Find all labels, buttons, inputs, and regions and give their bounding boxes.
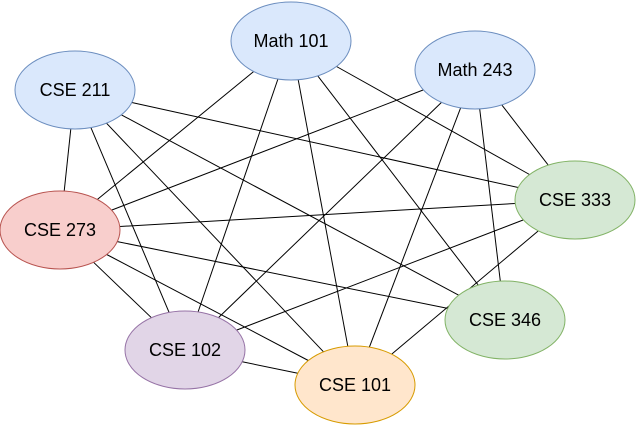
edge-math243-cse333	[501, 104, 549, 166]
edge-math243-cse102	[218, 102, 442, 318]
edge-cse211-cse273	[63, 128, 72, 192]
node-shape-cse273[interactable]	[0, 190, 121, 270]
node-cse211[interactable]: CSE 211	[14, 50, 136, 130]
edge-cse211-cse346	[121, 114, 459, 296]
edge-cse102-cse333	[236, 219, 524, 331]
edge-math101-cse333	[336, 66, 530, 175]
edge-cse211-cse333	[131, 102, 519, 188]
edge-math243-cse101	[368, 107, 462, 348]
node-shape-cse346[interactable]	[444, 280, 566, 360]
node-cse102[interactable]: CSE 102	[124, 310, 246, 390]
node-shape-cse333[interactable]	[514, 160, 636, 240]
edge-cse273-cse346	[117, 241, 448, 309]
node-cse346[interactable]: CSE 346	[444, 280, 566, 360]
edge-math101-cse346	[317, 75, 479, 286]
edge-cse273-cse333	[119, 203, 516, 227]
node-label-cse101: CSE 101	[319, 375, 391, 395]
node-label-cse273: CSE 273	[24, 220, 96, 240]
edge-cse211-cse102	[90, 127, 170, 313]
edge-math101-cse101	[297, 79, 349, 347]
edge-cse102-cse101	[242, 361, 298, 374]
edge-math243-cse273	[111, 89, 424, 211]
node-label-cse333: CSE 333	[539, 190, 611, 210]
node-shape-cse102[interactable]	[124, 310, 246, 390]
node-label-math243: Math 243	[437, 60, 512, 80]
node-shape-math101[interactable]	[230, 1, 352, 81]
edge-cse211-cse101	[106, 122, 324, 353]
edge-math101-cse273	[96, 71, 255, 200]
edge-cse273-cse101	[106, 254, 309, 361]
node-cse333[interactable]: CSE 333	[514, 160, 636, 240]
node-math101[interactable]: Math 101	[230, 1, 352, 81]
node-shape-cse101[interactable]	[294, 345, 416, 425]
node-math243[interactable]: Math 243	[414, 30, 536, 110]
edge-math101-cse102	[197, 78, 279, 313]
edges-layer	[63, 66, 549, 374]
node-label-math101: Math 101	[253, 31, 328, 51]
node-label-cse211: CSE 211	[40, 80, 111, 100]
node-label-cse346: CSE 346	[469, 310, 541, 330]
node-shape-cse211[interactable]	[14, 50, 136, 130]
node-cse273[interactable]: CSE 273	[0, 190, 121, 270]
node-shape-math243[interactable]	[414, 30, 536, 110]
node-cse101[interactable]: CSE 101	[294, 345, 416, 425]
node-label-cse102: CSE 102	[149, 340, 221, 360]
edge-math243-cse346	[479, 108, 501, 282]
edge-cse273-cse102	[93, 261, 152, 319]
